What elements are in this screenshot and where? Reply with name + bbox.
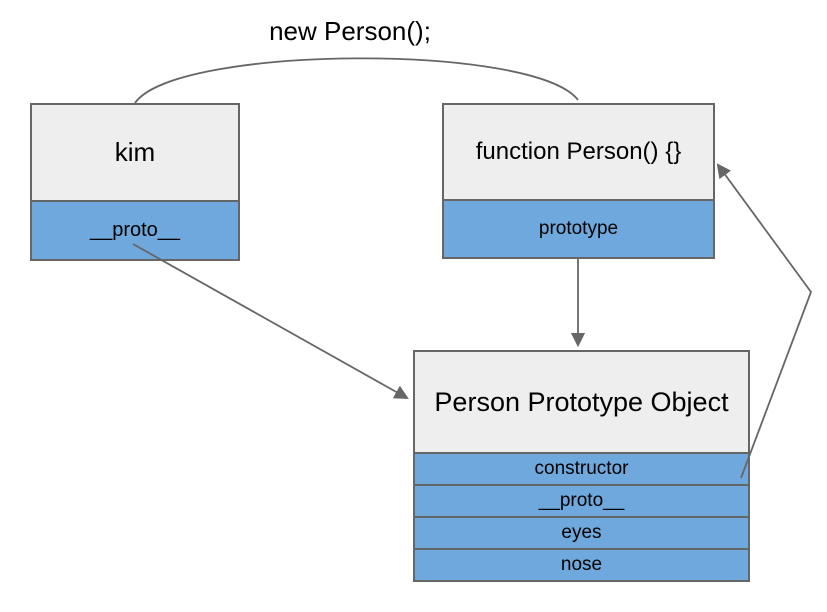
new-person-arc <box>134 57 579 104</box>
person-prototype-object-box: Person Prototype Object constructor __pr… <box>413 350 750 582</box>
prototype-nose-row: nose <box>415 548 748 580</box>
kim-box: kim __proto__ <box>30 103 240 261</box>
kim-proto-arrow <box>132 243 409 400</box>
prototype-constructor-row: constructor <box>415 452 748 484</box>
prototype-eyes-row: eyes <box>415 516 748 548</box>
kim-proto-row: __proto__ <box>32 200 238 259</box>
kim-box-title: kim <box>32 105 238 200</box>
prototype-proto-row: __proto__ <box>415 484 748 516</box>
function-prototype-row: prototype <box>444 199 713 257</box>
function-person-box: function Person() {} prototype <box>442 103 715 259</box>
person-prototype-object-title: Person Prototype Object <box>415 352 748 452</box>
new-person-label: new Person(); <box>269 16 431 46</box>
function-person-box-title: function Person() {} <box>444 105 713 199</box>
